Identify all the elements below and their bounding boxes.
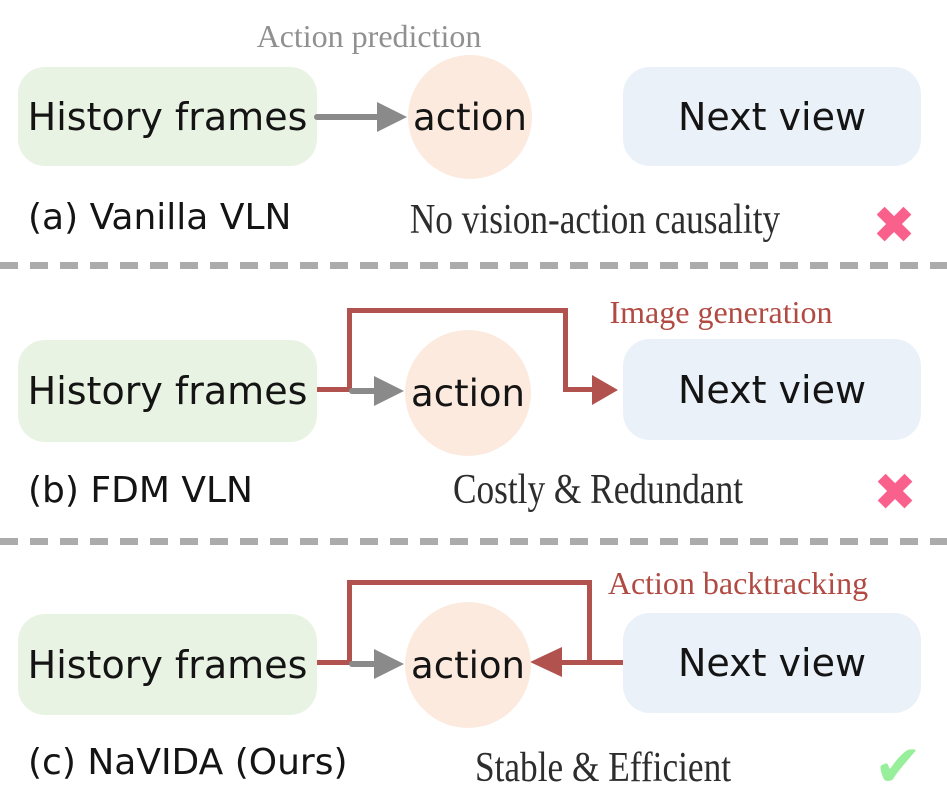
next-view-box: Next view [623,339,921,440]
history-frames-label: History frames [27,642,308,687]
gray-arrow-head-icon [377,102,407,132]
red-loop-line [310,660,352,665]
dashed-divider [0,538,947,545]
gray-arrow-shaft [349,388,377,394]
panel-caption: (c) NaVIDA (Ours) [28,742,348,783]
red-loop-line [347,308,568,313]
action-label: action [411,371,525,415]
next-view-box: Next view [623,67,921,166]
panel-caption: (b) FDM VLN [28,470,253,511]
flow-label-image-generation: Image generation [609,294,833,330]
action-label: action [413,95,527,139]
history-frames-box: History frames [18,340,317,442]
action-circle: action [405,330,531,456]
red-loop-line [310,387,352,392]
panel-note: No vision-action causality [409,197,781,243]
red-loop-line [347,580,352,665]
history-frames-box: History frames [18,614,317,715]
gray-arrow-head-icon [374,649,404,679]
history-frames-label: History frames [27,94,308,139]
dashed-divider [0,262,947,269]
next-view-label: Next view [677,94,867,139]
red-loop-line [560,660,623,665]
red-arrow-head-icon [592,375,618,405]
panel-caption: (a) Vanilla VLN [28,197,292,238]
red-loop-line [563,308,568,392]
next-view-box: Next view [623,613,921,713]
red-loop-line [347,308,352,392]
action-circle: action [405,602,531,728]
red-arrow-head-icon [530,647,562,677]
gray-arrow-shaft [349,661,377,667]
gray-arrow-head-icon [374,376,404,406]
red-loop-line [347,580,592,585]
gray-arrow-shaft [314,114,380,120]
next-view-label: Next view [677,367,867,412]
panel-note: Costly & Redundant [452,467,744,513]
red-loop-line [587,580,592,665]
panel-note: Stable & Efficient [474,745,732,791]
action-circle: action [408,55,532,179]
red-loop-line [563,387,593,392]
next-view-label: Next view [677,641,867,685]
cross-icon: ✖ [872,196,916,256]
flow-label-action-backtracking: Action backtracking [607,565,869,601]
cross-icon: ✖ [873,463,917,523]
flow-label-action-prediction: Action prediction [256,18,482,54]
history-frames-label: History frames [27,369,308,413]
check-icon: ✔ [873,732,923,799]
action-label: action [411,643,525,687]
history-frames-box: History frames [18,67,317,166]
